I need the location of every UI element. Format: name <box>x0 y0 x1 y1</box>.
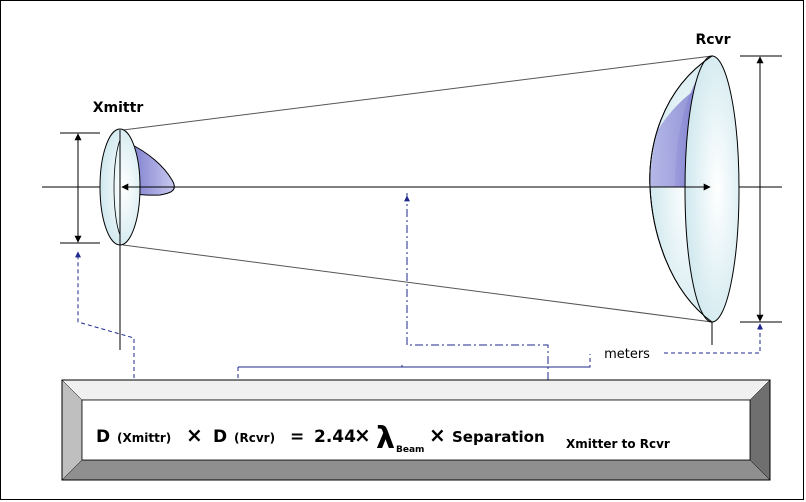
formula-times1: × <box>186 423 203 447</box>
formula-d1: D <box>96 427 110 447</box>
transmitter-dish <box>99 128 175 350</box>
receiver-label: Rcvr <box>695 32 730 48</box>
formula-equals: = <box>290 427 304 447</box>
formula-d2: D <box>213 427 227 447</box>
formula-separation-sub: Xmitter to Rcvr <box>566 437 670 451</box>
formula-box <box>61 379 771 481</box>
formula: D (Xmittr) × D (Rcvr) = 2.44 × λ Beam × … <box>96 421 670 456</box>
formula-d1-sub: (Xmittr) <box>117 431 171 445</box>
leader-lines <box>75 193 763 385</box>
formula-d2-sub: (Rcvr) <box>234 431 275 445</box>
transmitter-label: Xmittr <box>93 100 144 116</box>
formula-separation: Separation <box>452 428 545 446</box>
receiver-diameter-dimension <box>740 55 782 323</box>
beam-cone-upper <box>122 55 713 131</box>
formula-lambda: λ <box>376 421 395 456</box>
formula-coefficient: 2.44 <box>314 427 356 447</box>
receiver-dish <box>649 55 740 345</box>
beam-cone-lower <box>122 244 713 323</box>
meters-label: meters <box>604 347 650 362</box>
formula-lambda-sub: Beam <box>396 445 424 455</box>
transmitter-diameter-dimension <box>60 132 100 244</box>
formula-times2: × <box>354 423 371 447</box>
formula-times3: × <box>429 423 446 447</box>
